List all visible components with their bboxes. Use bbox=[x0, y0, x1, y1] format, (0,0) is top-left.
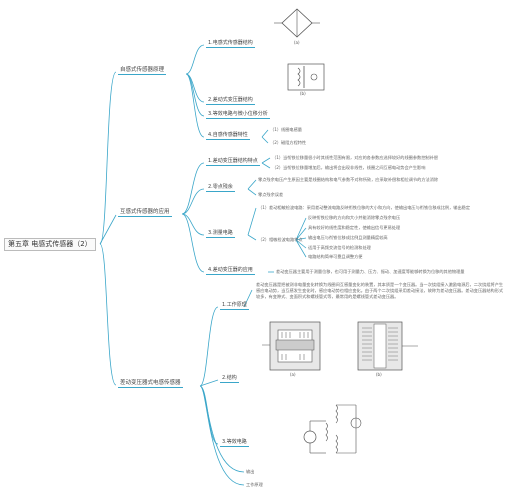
b2-child-3[interactable]: 3.测量电路 bbox=[206, 230, 235, 238]
b1-child-3[interactable]: 3.等效电路与微小位移分析 bbox=[206, 111, 270, 119]
branch-self-inductance[interactable]: 自感式传感器原理 bbox=[118, 67, 167, 75]
b3-principle-paragraph: 差动变压器是把被测非电量变化转换为线圈间互感量变化的装置，其本质是一个变压器。当… bbox=[256, 282, 504, 299]
b2-child-4[interactable]: 4.差动变压器的应用 bbox=[206, 267, 255, 275]
b2-note-3-head: （1）差动相敏检波电路：采用差动整流电路反映衔铁位移的大小和方向，使输出电压与衔… bbox=[258, 205, 471, 210]
b1-child-1[interactable]: 1.电感式传感器结构 bbox=[206, 40, 255, 48]
b2-note-3-item: 具有较好的线性度和稳定性，使输出信号更易处理 bbox=[308, 225, 401, 230]
svg-text:(b): (b) bbox=[300, 91, 306, 96]
transformer-circuit-figure: (b) bbox=[287, 63, 325, 96]
equivalent-circuit-figure bbox=[303, 404, 362, 454]
differential-transformer-structure-figure: (a) (b) bbox=[262, 321, 418, 377]
b3-child-working[interactable]: 工作原理 bbox=[246, 482, 263, 487]
branch-mutual-inductance[interactable]: 互感式传感器的应用 bbox=[118, 209, 172, 217]
b2-note-1a: （1）当衔铁位移量很小时其线性范围有限，对应的各参数应选择较好的线圈参数控制补偿 bbox=[272, 155, 438, 160]
svg-text:(a): (a) bbox=[290, 372, 296, 377]
b1-sub-1: （1）线圈电感量 bbox=[270, 127, 302, 132]
b2-note-3-item: 适用于高频交流信号的检测和处理 bbox=[308, 245, 371, 250]
b2-note-3-item: 电路结构简单可靠且调整方便 bbox=[308, 254, 363, 259]
b3-child-equivalent-circuit[interactable]: 3.等效电路 bbox=[220, 439, 249, 447]
b2-child-2[interactable]: 2.零点残余 bbox=[206, 184, 235, 192]
b1-child-4[interactable]: 4.自感传感器特性 bbox=[206, 132, 250, 140]
b2-note-1b: （2）当衔铁位移量增加后，输出将会出现非线性，线圈之间互感电动势会产生影响 bbox=[272, 165, 426, 170]
b2-note-4: 差动变压器主要用于测量位移，也可用于测量力、压力、振动、加速度等能够转换为位移的… bbox=[276, 269, 465, 274]
bridge-circuit-figure: (a) bbox=[272, 5, 322, 45]
b3-child-output[interactable]: 输出 bbox=[246, 469, 255, 474]
branch-differential-transformer[interactable]: 差动变压器式电感传感器 bbox=[118, 380, 183, 388]
b3-child-principle[interactable]: 1.工作原理 bbox=[220, 302, 249, 310]
b1-sub-2: （2）磁阻方程特性 bbox=[270, 140, 307, 145]
b2-note-2b: 零点残余误差 bbox=[258, 192, 284, 197]
b2-note-3-item: 输出电压与衔铁位移成比例且测量精度较高 bbox=[308, 235, 388, 240]
b2-note-3-sub: （2）相敏检波电路特点 bbox=[258, 237, 303, 242]
b3-child-structure[interactable]: 2.结构 bbox=[220, 375, 239, 383]
svg-text:(a): (a) bbox=[294, 40, 300, 45]
b2-child-1[interactable]: 1.差动变压器结构特点 bbox=[206, 158, 260, 166]
b2-note-2a: 零点残余电压产生原因主要是线圈结构和电气参数不对称所致，应采取补偿和相位调节的方… bbox=[258, 177, 439, 182]
svg-text:(b): (b) bbox=[376, 372, 382, 377]
b2-note-3-item: 反映衔铁位移的方向和大小并能消除零点残余电压 bbox=[308, 215, 401, 220]
root-topic[interactable]: 第五章 电感式传感器（2） bbox=[4, 238, 96, 251]
b1-child-2[interactable]: 2.差动式变压器结构 bbox=[206, 97, 255, 105]
